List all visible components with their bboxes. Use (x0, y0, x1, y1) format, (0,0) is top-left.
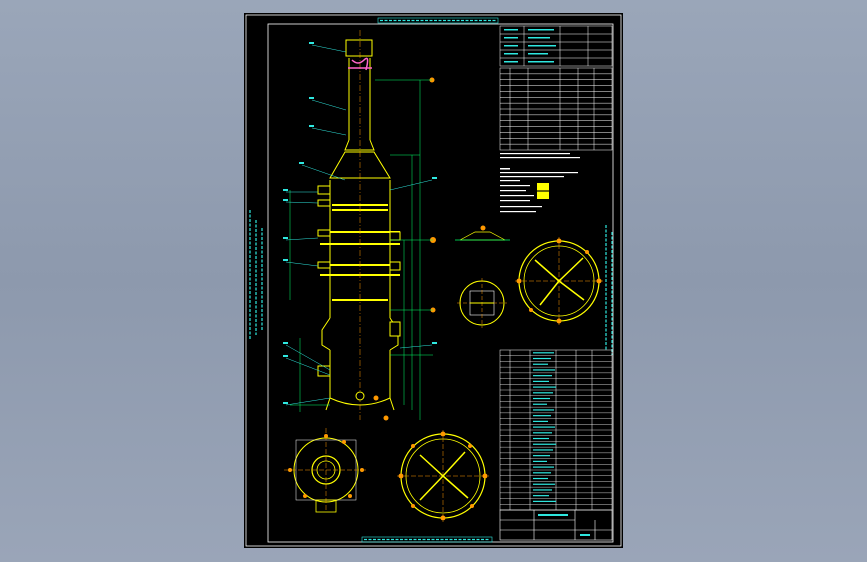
plan-view-base (284, 428, 368, 513)
parts-table-cell-text (533, 369, 555, 371)
parts-table-cell-text (533, 397, 550, 400)
parts-table-cell-text (533, 495, 549, 497)
flange-markers (348, 57, 372, 71)
technical-notes (500, 153, 580, 213)
dimension-lines (289, 79, 433, 420)
parts-table-cell-text (533, 449, 553, 451)
bottom-title-bar (361, 536, 493, 543)
parts-table-cell-text (533, 392, 553, 394)
parts-table-cell-text (533, 489, 552, 491)
top-title-bar (377, 17, 499, 24)
design-data-table (499, 25, 613, 67)
left-vertical-notes (249, 210, 263, 340)
parts-table-cell-text (533, 466, 554, 468)
parts-table-cell-text (533, 357, 551, 360)
title-block (499, 509, 613, 541)
detail-cap (455, 225, 510, 241)
parts-table-cell-text (533, 443, 556, 445)
detail-plate (457, 278, 507, 328)
nozzle-flange-dots (373, 77, 436, 421)
parts-table-cell-text (533, 455, 550, 457)
cone-section (329, 151, 391, 179)
leader-lines (285, 44, 433, 406)
parts-table-cell-text (533, 409, 554, 411)
parts-table-cell-text (533, 432, 552, 434)
plan-view-upper (515, 237, 603, 325)
sheet-outer-border (245, 14, 622, 547)
top-stack (345, 39, 373, 57)
parts-table-cell-text (533, 386, 556, 388)
parts-table-cell-text (533, 375, 552, 377)
parts-table-cell-text (533, 460, 547, 462)
right-nozzles (389, 231, 401, 337)
parts-table-cell-text (533, 352, 554, 354)
parts-table-cell-text (533, 477, 548, 480)
parts-table-cell-text (533, 500, 556, 502)
parts-table-cell-text (533, 415, 551, 417)
parts-table-cell-text (533, 380, 549, 382)
right-vertical-notes (605, 225, 613, 355)
parts-table-cell-text (533, 426, 555, 428)
parts-list-rows (500, 352, 612, 505)
parts-table-cell-text (533, 472, 551, 474)
plan-view-lower (397, 430, 489, 522)
parts-table-cell-text (533, 420, 548, 422)
label-marks (283, 42, 437, 404)
parts-table-cell-text (533, 437, 549, 440)
nozzle-table (499, 67, 613, 151)
table-text-marks (504, 29, 556, 63)
parts-table-cell-text (533, 403, 547, 405)
parts-table-cell-text (533, 363, 548, 365)
parts-table-cell-text (533, 483, 555, 485)
